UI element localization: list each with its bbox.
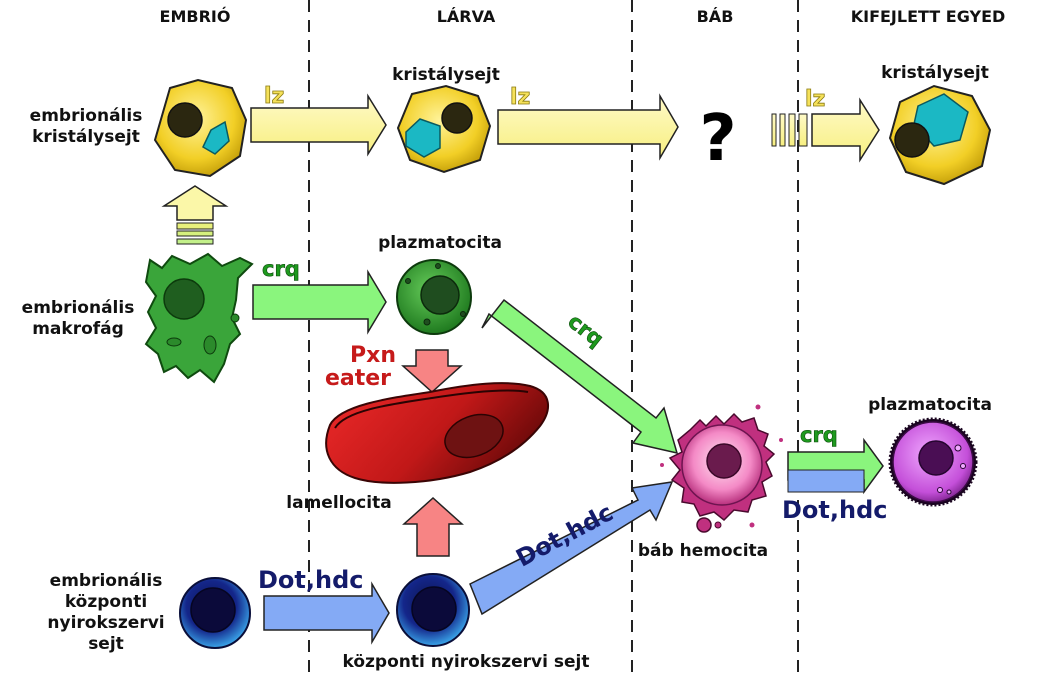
- arrow-dot-hdc-larva-pupa: [469, 481, 674, 616]
- arrow-crq-embryo-larva: [252, 269, 387, 335]
- adult-crystal-cell: [888, 84, 992, 186]
- larval-plasmatocyte: [396, 259, 472, 335]
- arrow-lz-pupa-adult: [771, 97, 880, 163]
- gene-label-lz-1: lz: [264, 84, 284, 109]
- embryonic-macrophage: [144, 252, 254, 384]
- label-larval-lymph-gland-cell: központi nyirokszervi sejt: [343, 652, 590, 672]
- label-embryonic-lymph-gland-line2: központi: [65, 592, 147, 612]
- gene-label-eater: eater: [325, 366, 391, 391]
- label-embryonic-crystal-cell-line1: embrionális: [30, 106, 143, 126]
- gene-label-crq-2: crq: [563, 309, 608, 351]
- gene-label-dot-hdc-1: Dot,hdc: [258, 566, 364, 594]
- lamellocyte: [325, 382, 549, 484]
- stage-header-pupa: BÁB: [697, 7, 734, 26]
- label-larval-crystal-cell: kristálysejt: [392, 65, 500, 85]
- label-embryonic-crystal-cell-line2: kristálysejt: [32, 127, 140, 147]
- arrow-crq-larva-pupa: [481, 298, 679, 455]
- arrow-lymph-gland-to-lamellocyte: [402, 496, 464, 557]
- adult-plasmatocyte: [888, 417, 978, 507]
- arrow-lz-embryo-larva: [250, 93, 387, 157]
- arrow-macrophage-to-crystal-cell: [161, 185, 229, 245]
- label-embryonic-macrophage-line1: embrionális: [22, 298, 135, 318]
- arrow-plasmatocyte-to-lamellocyte: [401, 349, 463, 394]
- stage-header-adult: KIFEJLETT EGYED: [851, 7, 1006, 26]
- pupal-hemocyte: [660, 404, 783, 533]
- gene-label-crq-3: crq: [800, 423, 838, 447]
- embryonic-crystal-cell: [153, 78, 248, 178]
- label-embryonic-macrophage-line2: makrofág: [32, 319, 124, 339]
- gene-label-crq-1: crq: [262, 257, 300, 281]
- label-pupal-hemocyte: báb hemocita: [638, 541, 768, 561]
- larval-lymph-gland-cell: [396, 573, 470, 647]
- label-lamellocyte: lamellocita: [286, 493, 391, 513]
- gene-label-lz-2: lz: [510, 85, 530, 110]
- label-embryonic-lymph-gland-line3: nyirokszervi: [47, 613, 164, 633]
- gene-label-dot-hdc-3: Dot,hdc: [782, 496, 888, 524]
- label-adult-crystal-cell: kristálysejt: [881, 63, 989, 83]
- label-adult-plasmatocyte: plazmatocita: [868, 395, 992, 415]
- arrow-dot-hdc-embryo-larva: [263, 581, 390, 645]
- arrow-lz-larva-pupa: [497, 93, 679, 161]
- gene-label-pxn: Pxn: [350, 343, 396, 368]
- unknown-pupal-crystal-cell: ?: [699, 102, 736, 176]
- larval-crystal-cell: [396, 84, 492, 174]
- label-larval-plasmatocyte: plazmatocita: [378, 233, 502, 253]
- stage-dividers: [308, 0, 799, 678]
- label-embryonic-lymph-gland-line4: sejt: [88, 634, 124, 654]
- stage-header-embryo: EMBRIÓ: [160, 7, 231, 26]
- arrow-pupa-adult-plasmatocyte: [787, 437, 884, 495]
- stage-header-larva: LÁRVA: [437, 7, 496, 26]
- label-embryonic-lymph-gland-line1: embrionális: [50, 571, 163, 591]
- gene-label-lz-3: lz: [805, 87, 825, 112]
- embryonic-lymph-gland-cell: [179, 577, 251, 649]
